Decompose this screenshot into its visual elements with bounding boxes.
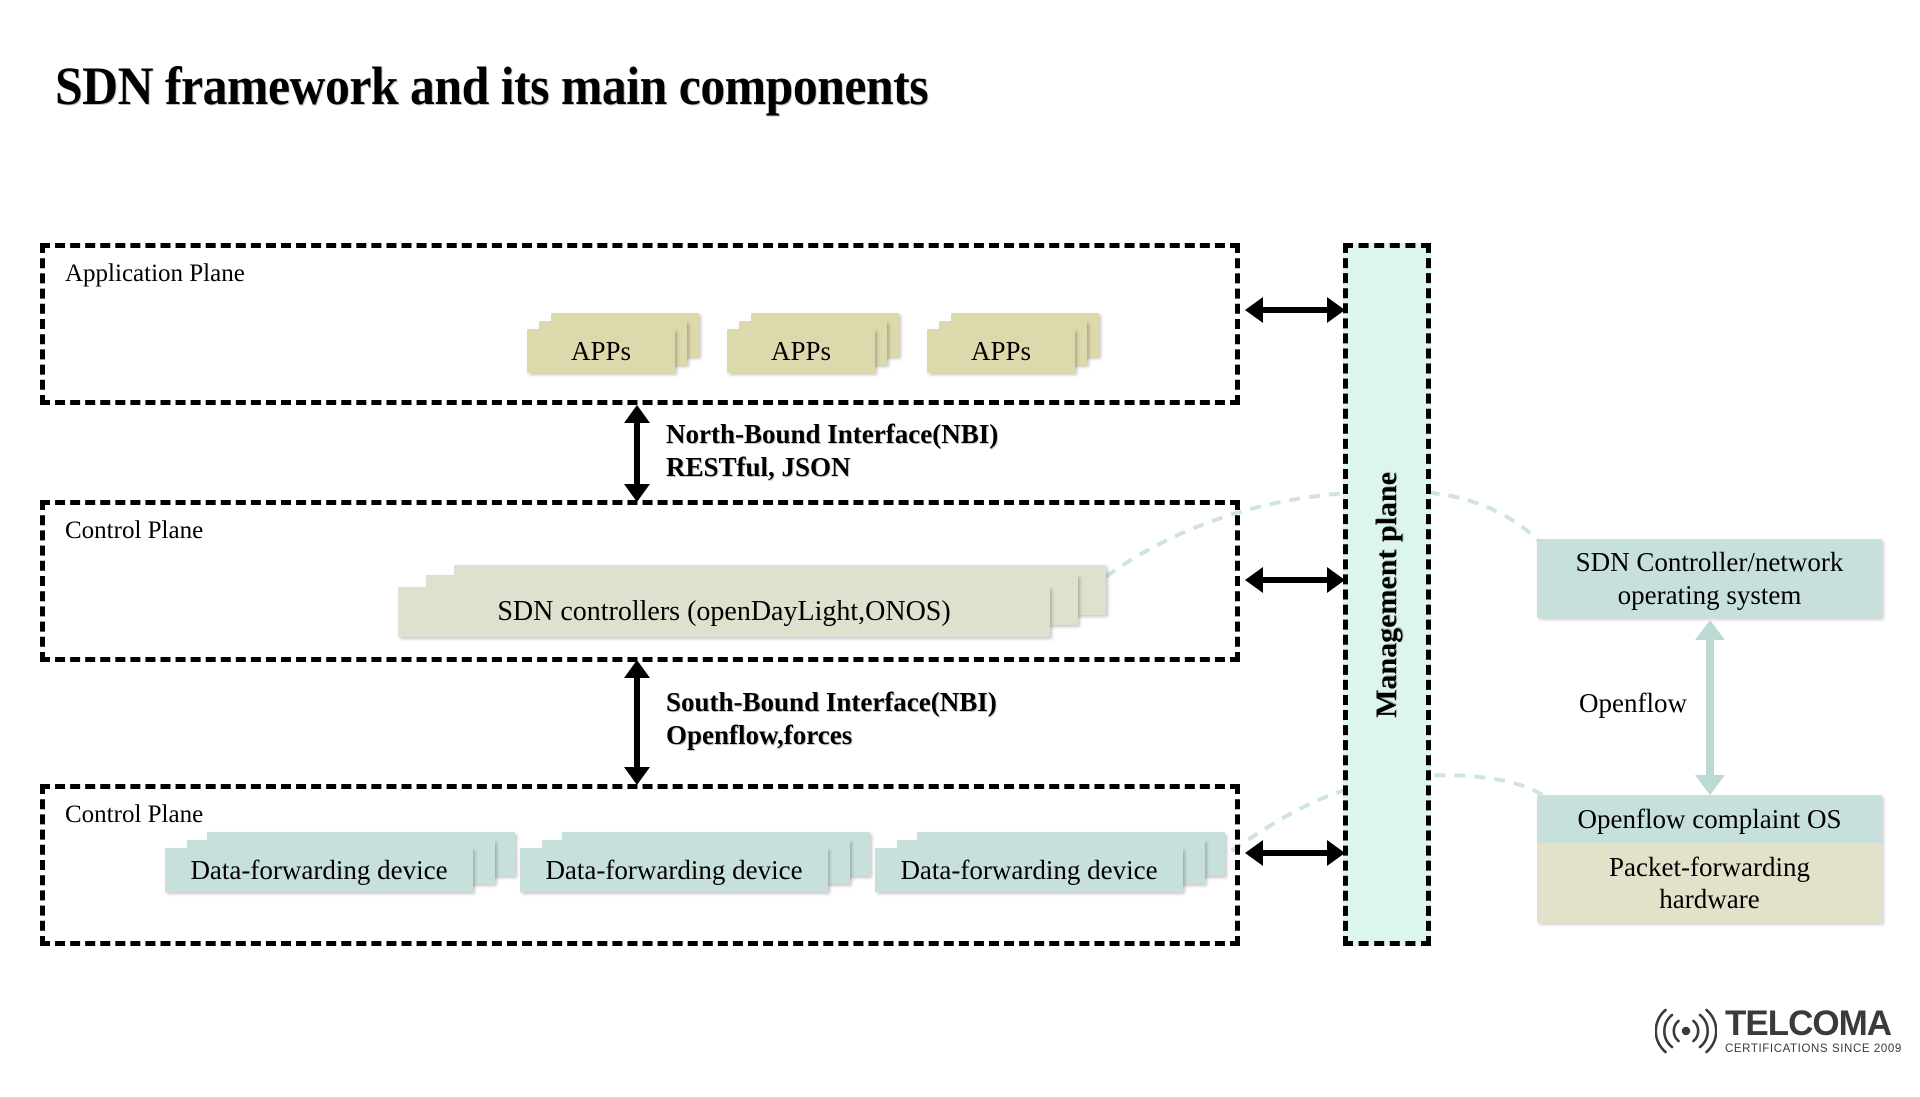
device-card-front: Data-forwarding device: [165, 848, 473, 892]
arrow-head-down: [624, 484, 650, 502]
arrow-shaft: [1256, 577, 1334, 583]
sdn-controllers-stack[interactable]: SDN controllers (openDayLight,ONOS): [398, 565, 1108, 637]
sbi-line-1: South-Bound Interface(NBI): [666, 687, 997, 717]
device-card-front: Data-forwarding device: [875, 848, 1183, 892]
arrow-shaft: [634, 416, 640, 491]
openflow-complaint-os-label: Openflow complaint OS: [1577, 803, 1842, 834]
apps-stack[interactable]: APPs: [727, 313, 899, 375]
southbound-interface-label: South-Bound Interface(NBI) Openflow,forc…: [666, 686, 997, 752]
apps-card-front: APPs: [727, 329, 875, 373]
sdn-controller-os-box[interactable]: SDN Controller/network operating system: [1537, 539, 1882, 618]
telcoma-name: TELCOMA: [1725, 1004, 1892, 1043]
arrow-head-right: [1327, 567, 1345, 593]
data-forwarding-device-stack[interactable]: Data-forwarding device: [875, 832, 1225, 894]
apps-stack[interactable]: APPs: [927, 313, 1099, 375]
apps-card-front: APPs: [527, 329, 675, 373]
data-plane-container: Control Plane: [40, 784, 1240, 946]
page-title: SDN framework and its main components: [55, 56, 929, 116]
telcoma-wordmark: TELCOMA CERTIFICATIONS SINCE 2009: [1725, 1006, 1902, 1056]
arrow-head-down: [1695, 775, 1725, 795]
arrow-head-down: [624, 767, 650, 785]
apps-stack[interactable]: APPs: [527, 313, 699, 375]
arrow-shaft: [634, 671, 640, 774]
device-card-front: Data-forwarding device: [520, 848, 828, 892]
management-plane-label: Management plane: [1370, 471, 1403, 718]
northbound-interface-label: North-Bound Interface(NBI) RESTful, JSON: [666, 418, 998, 484]
packet-forwarding-hardware-box[interactable]: Packet-forwarding hardware: [1537, 843, 1882, 923]
broadcast-signal-icon: [1655, 1008, 1717, 1054]
arrow-shaft: [1256, 307, 1334, 313]
arrow-head-right: [1327, 297, 1345, 323]
arrow-shaft: [1706, 633, 1714, 782]
data-to-management-arrow: [1245, 840, 1345, 866]
control-to-management-arrow: [1245, 567, 1345, 593]
packet-hardware-line-2: hardware: [1659, 884, 1760, 914]
openflow-label: Openflow: [1579, 688, 1687, 718]
application-to-management-arrow: [1245, 297, 1345, 323]
arrow-head-left: [1245, 840, 1263, 866]
controller-card-front: SDN controllers (openDayLight,ONOS): [398, 587, 1050, 637]
nbi-line-1: North-Bound Interface(NBI): [666, 419, 999, 449]
management-plane-container[interactable]: Management plane: [1343, 243, 1431, 946]
application-plane-label: Application Plane: [65, 260, 245, 287]
sdn-controller-os-line-1: SDN Controller/network: [1575, 547, 1844, 578]
arrow-head-left: [1245, 567, 1263, 593]
arrow-head-left: [1245, 297, 1263, 323]
arrow-shaft: [1256, 850, 1334, 856]
packet-hardware-line-1: Packet-forwarding: [1609, 851, 1810, 882]
northbound-interface-arrow: [624, 405, 650, 502]
telcoma-tagline: CERTIFICATIONS SINCE 2009: [1725, 1043, 1902, 1055]
southbound-interface-arrow: [624, 660, 650, 785]
arrow-head-up: [624, 405, 650, 423]
apps-card-front: APPs: [927, 329, 1075, 373]
sbi-line-2: Openflow,forces: [666, 719, 853, 750]
arrow-head-up: [1695, 620, 1725, 640]
data-forwarding-device-stack[interactable]: Data-forwarding device: [520, 832, 870, 894]
openflow-vertical-arrow: [1695, 620, 1725, 795]
nbi-line-2: RESTful, JSON: [666, 451, 851, 482]
control-plane-container: Control Plane: [40, 500, 1240, 662]
arrow-head-right: [1327, 840, 1345, 866]
telcoma-logo: TELCOMA CERTIFICATIONS SINCE 2009: [1655, 1006, 1902, 1056]
control-plane-label: Control Plane: [65, 517, 204, 544]
application-plane-container: Application Plane: [40, 243, 1240, 405]
data-forwarding-device-stack[interactable]: Data-forwarding device: [165, 832, 515, 894]
arrow-head-up: [624, 660, 650, 678]
data-plane-label: Control Plane: [65, 801, 204, 828]
openflow-complaint-os-box[interactable]: Openflow complaint OS: [1537, 795, 1882, 843]
sdn-controller-os-line-2: operating system: [1617, 579, 1802, 610]
